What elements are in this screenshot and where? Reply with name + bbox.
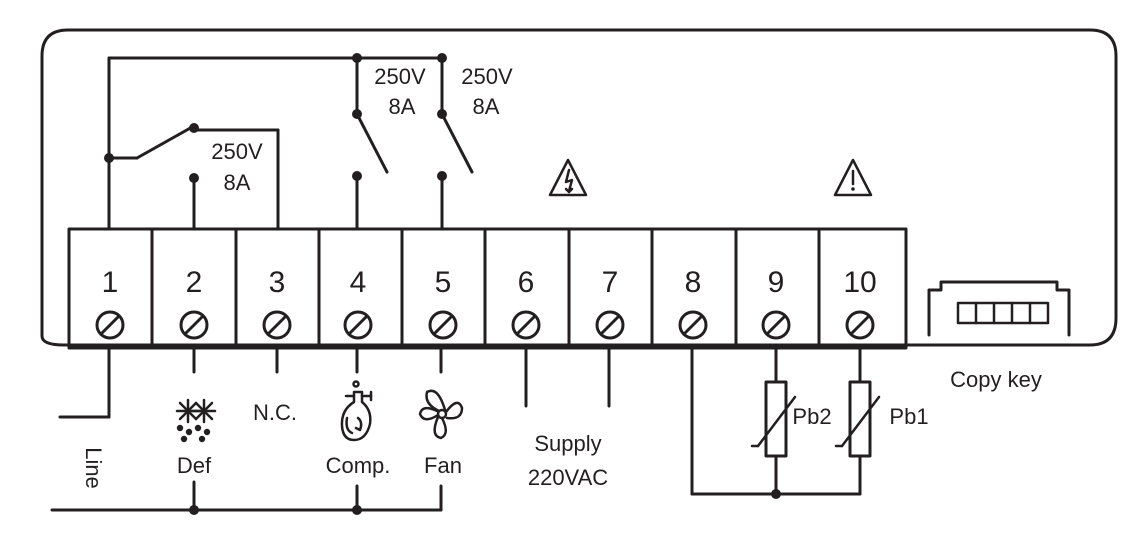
terminal-2-number: 2 (186, 266, 203, 299)
fan-icon (418, 389, 464, 440)
terminal-5-number: 5 (435, 266, 452, 299)
nc-label: N.C. (253, 400, 297, 425)
terminal-3-number: 3 (269, 266, 286, 299)
defrost-icon (175, 398, 217, 443)
compressor-icon (340, 380, 373, 442)
line-label: Line (81, 447, 106, 489)
comp-label: Comp. (326, 453, 391, 478)
terminal-9-number: 9 (768, 266, 785, 299)
terminal-9-screw-icon (761, 310, 791, 340)
relay-2-voltage: 250V (374, 64, 426, 89)
terminal-6-screw-icon (511, 310, 541, 340)
terminal-6-number: 6 (518, 266, 535, 299)
fan-label: Fan (424, 453, 462, 478)
relay-3-voltage: 250V (461, 64, 513, 89)
pb2-label: Pb2 (792, 404, 831, 429)
terminal-8-screw-icon (678, 310, 708, 340)
pb2-thermistor-icon (750, 380, 797, 458)
external-load-wiring (50, 346, 443, 515)
terminal-10-number: 10 (843, 266, 876, 299)
terminal-4-number: 4 (350, 266, 367, 299)
relay-1-voltage: 250V (211, 139, 263, 164)
probe-wiring (690, 346, 862, 499)
terminal-1-screw-icon (95, 310, 125, 340)
terminal-7-screw-icon (595, 310, 625, 340)
electric-shock-warning-icon (548, 158, 588, 197)
terminal-4-screw-icon (343, 310, 373, 340)
relay-1-current: 8A (224, 170, 251, 195)
controller-housing (40, 28, 1118, 347)
terminal-3-screw-icon (262, 310, 292, 340)
copy-key-port-icon (927, 280, 1071, 337)
internal-relay-wiring (104, 53, 474, 231)
terminal-5-screw-icon (428, 310, 458, 340)
pb1-label: Pb1 (889, 404, 928, 429)
supply-wiring (524, 346, 611, 408)
relay-3-current: 8A (473, 94, 500, 119)
warning-icon (833, 158, 873, 197)
relay-2-current: 8A (389, 94, 416, 119)
terminal-2-screw-icon (179, 310, 209, 340)
def-label: Def (177, 453, 212, 478)
terminal-7-number: 7 (602, 266, 619, 299)
terminal-8-number: 8 (685, 266, 702, 299)
terminal-10-screw-icon (845, 310, 875, 340)
terminal-block (67, 227, 908, 350)
supply-label: Supply (534, 431, 601, 456)
terminal-1-number: 1 (102, 266, 119, 299)
pb1-thermistor-icon (834, 380, 881, 458)
terminal-screws (95, 310, 875, 340)
copy-key-label: Copy key (950, 367, 1042, 392)
supply-voltage-label: 220VAC (528, 465, 608, 490)
